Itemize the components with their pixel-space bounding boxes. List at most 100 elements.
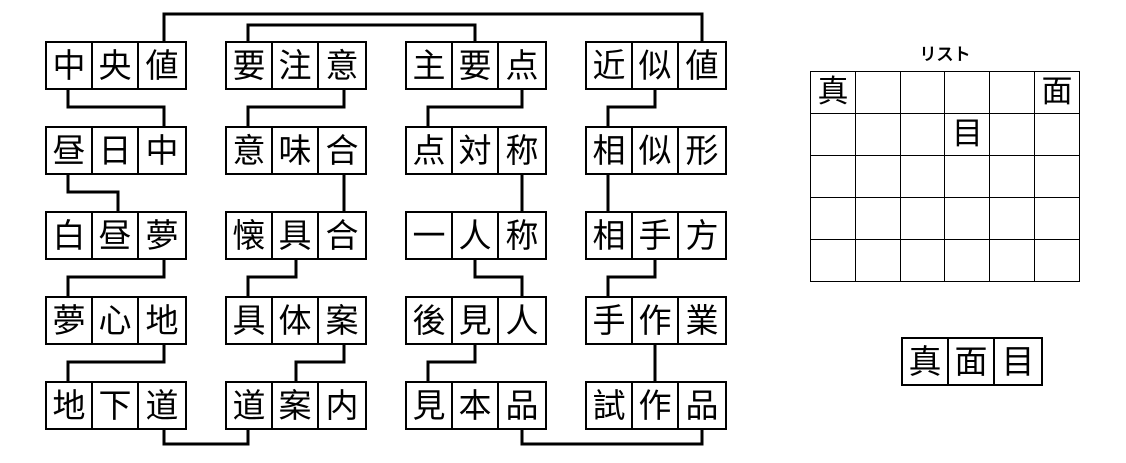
kanji-cell[interactable]: 主	[407, 43, 453, 88]
list-grid-cell[interactable]	[1034, 197, 1080, 240]
list-grid-cell[interactable]: 面	[1034, 71, 1080, 114]
list-grid-cell[interactable]	[1034, 155, 1080, 198]
word-block[interactable]: 白 昼 夢	[45, 211, 187, 260]
list-grid-cell[interactable]	[810, 239, 856, 282]
word-block[interactable]: 点 対 称	[405, 126, 547, 175]
list-grid-cell[interactable]	[810, 113, 856, 156]
list-grid-cell[interactable]	[899, 239, 946, 282]
kanji-cell[interactable]: 要	[453, 43, 499, 88]
kanji-cell[interactable]: 点	[407, 128, 453, 173]
kanji-cell[interactable]: 一	[407, 213, 453, 258]
kanji-cell[interactable]: 人	[453, 213, 499, 258]
kanji-cell[interactable]: 方	[685, 216, 719, 255]
list-grid-cell[interactable]	[854, 239, 901, 282]
word-block[interactable]: 夢 心 地	[45, 296, 187, 345]
kanji-cell[interactable]: 対	[453, 128, 499, 173]
kanji-cell[interactable]: 具	[273, 213, 319, 258]
kanji-cell[interactable]: 道	[145, 386, 179, 425]
kanji-cell[interactable]: 夢	[145, 216, 179, 255]
word-block[interactable]: 意 味 合	[225, 126, 367, 175]
kanji-cell[interactable]: 相	[587, 213, 633, 258]
word-block[interactable]: 懐 具 合	[225, 211, 367, 260]
kanji-cell[interactable]: 品	[505, 386, 539, 425]
kanji-cell[interactable]: 似	[633, 128, 679, 173]
kanji-cell[interactable]: 日	[93, 128, 139, 173]
kanji-cell[interactable]: 合	[325, 131, 359, 170]
kanji-cell[interactable]: 昼	[93, 213, 139, 258]
word-block[interactable]: 見 本 品	[405, 381, 547, 430]
word-block[interactable]: 相 似 形	[585, 126, 727, 175]
kanji-cell[interactable]: 品	[685, 386, 719, 425]
word-block[interactable]: 一 人 称	[405, 211, 547, 260]
kanji-cell[interactable]: 具	[227, 298, 273, 343]
kanji-cell[interactable]: 形	[685, 131, 719, 170]
kanji-cell[interactable]: 意	[227, 128, 273, 173]
word-block[interactable]: 具 体 案	[225, 296, 367, 345]
word-block[interactable]: 昼 日 中	[45, 126, 187, 175]
word-block[interactable]: 中 央 値	[45, 41, 187, 90]
list-grid-cell[interactable]	[944, 155, 991, 198]
kanji-cell[interactable]: 案	[273, 383, 319, 428]
kanji-cell[interactable]: 人	[505, 301, 539, 340]
kanji-cell[interactable]: 内	[325, 386, 359, 425]
kanji-cell[interactable]: 白	[47, 213, 93, 258]
kanji-cell[interactable]: 作	[633, 383, 679, 428]
list-grid[interactable]: 真 面 目	[810, 71, 1080, 282]
list-grid-cell[interactable]	[989, 71, 1036, 114]
kanji-cell[interactable]: 合	[325, 216, 359, 255]
word-block[interactable]: 要 注 意	[225, 41, 367, 90]
list-grid-cell[interactable]	[899, 71, 946, 114]
kanji-cell[interactable]: 注	[273, 43, 319, 88]
word-block[interactable]: 相 手 方	[585, 211, 727, 260]
word-block[interactable]: 後 見 人	[405, 296, 547, 345]
answer-kanji-cell[interactable]: 目	[1001, 342, 1035, 381]
answer-word[interactable]: 真 面 目	[901, 337, 1043, 386]
kanji-cell[interactable]: 懐	[227, 213, 273, 258]
word-block[interactable]: 手 作 業	[585, 296, 727, 345]
kanji-cell[interactable]: 値	[145, 46, 179, 85]
word-block[interactable]: 道 案 内	[225, 381, 367, 430]
kanji-cell[interactable]: 試	[587, 383, 633, 428]
list-grid-cell[interactable]	[854, 113, 901, 156]
kanji-cell[interactable]: 地	[145, 301, 179, 340]
kanji-cell[interactable]: 見	[453, 298, 499, 343]
kanji-cell[interactable]: 作	[633, 298, 679, 343]
kanji-cell[interactable]: 道	[227, 383, 273, 428]
list-grid-cell[interactable]	[944, 239, 991, 282]
kanji-cell[interactable]: 手	[587, 298, 633, 343]
kanji-cell[interactable]: 手	[633, 213, 679, 258]
list-grid-cell[interactable]	[899, 197, 946, 240]
list-grid-cell[interactable]: 真	[810, 71, 856, 114]
answer-kanji-cell[interactable]: 真	[903, 339, 949, 384]
kanji-cell[interactable]: 意	[325, 46, 359, 85]
word-block[interactable]: 試 作 品	[585, 381, 727, 430]
kanji-cell[interactable]: 称	[505, 131, 539, 170]
kanji-cell[interactable]: 見	[407, 383, 453, 428]
kanji-cell[interactable]: 案	[325, 301, 359, 340]
kanji-cell[interactable]: 中	[47, 43, 93, 88]
list-grid-cell[interactable]	[944, 71, 991, 114]
list-grid-cell[interactable]	[854, 71, 901, 114]
kanji-cell[interactable]: 味	[273, 128, 319, 173]
kanji-cell[interactable]: 近	[587, 43, 633, 88]
kanji-cell[interactable]: 中	[145, 131, 179, 170]
word-block[interactable]: 主 要 点	[405, 41, 547, 90]
kanji-cell[interactable]: 点	[505, 46, 539, 85]
kanji-cell[interactable]: 地	[47, 383, 93, 428]
kanji-cell[interactable]: 要	[227, 43, 273, 88]
kanji-cell[interactable]: 体	[273, 298, 319, 343]
kanji-cell[interactable]: 下	[93, 383, 139, 428]
kanji-cell[interactable]: 本	[453, 383, 499, 428]
kanji-cell[interactable]: 似	[633, 43, 679, 88]
kanji-cell[interactable]: 値	[685, 46, 719, 85]
answer-kanji-cell[interactable]: 面	[949, 339, 995, 384]
kanji-cell[interactable]: 央	[93, 43, 139, 88]
kanji-cell[interactable]: 心	[93, 298, 139, 343]
word-block[interactable]: 近 似 値	[585, 41, 727, 90]
kanji-cell[interactable]: 業	[685, 301, 719, 340]
kanji-cell[interactable]: 後	[407, 298, 453, 343]
list-grid-cell[interactable]: 目	[944, 113, 991, 156]
kanji-cell[interactable]: 称	[505, 216, 539, 255]
kanji-cell[interactable]: 相	[587, 128, 633, 173]
list-grid-cell[interactable]	[1034, 239, 1080, 282]
